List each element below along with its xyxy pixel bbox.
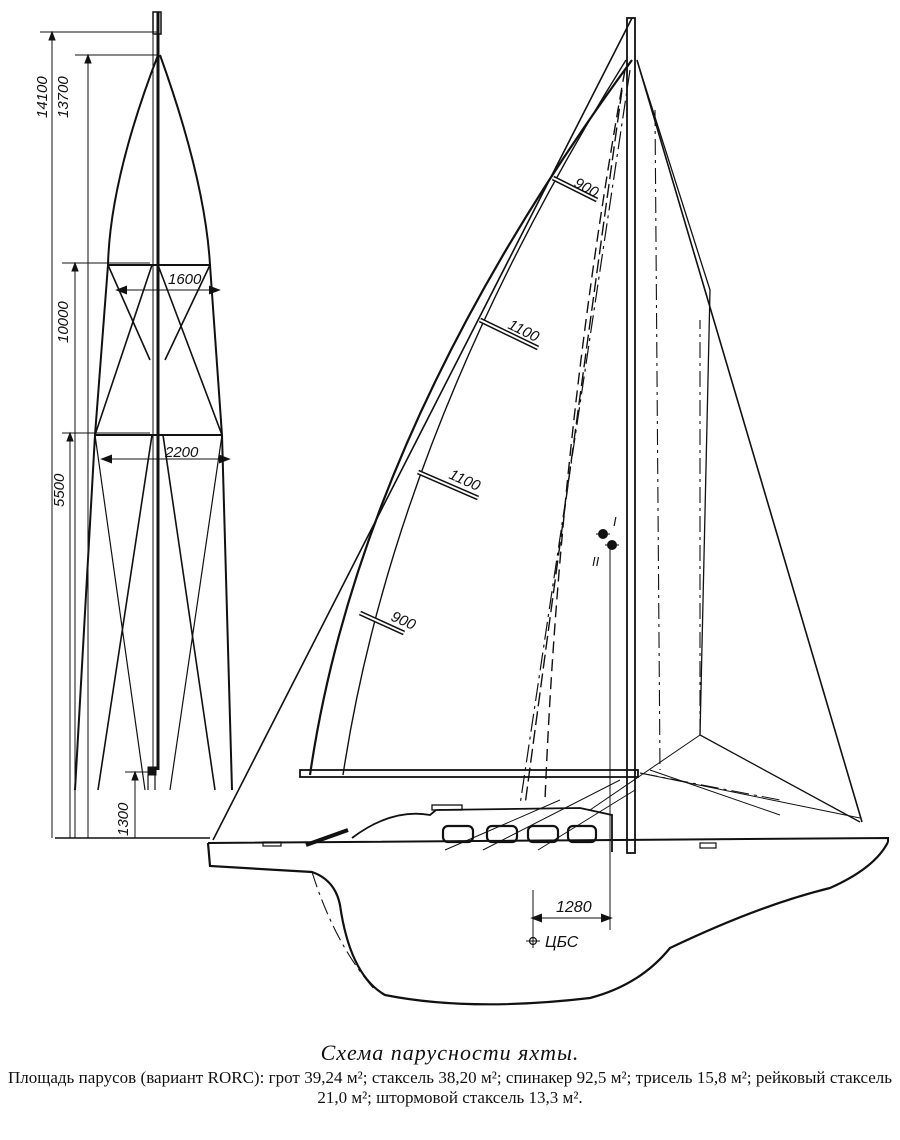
backstay — [636, 59, 863, 823]
lower-diag-4 — [169, 434, 223, 791]
batten-4-core — [359, 612, 405, 634]
mainsail-leech-inner — [342, 59, 627, 776]
deck-line-2 — [482, 779, 621, 851]
rig-front-view — [74, 11, 233, 791]
dim-1600-arrow-r — [209, 285, 221, 295]
spinnaker-dashdot — [654, 109, 661, 771]
spinnaker-outline — [639, 69, 861, 823]
lower-diag-1 — [97, 434, 153, 791]
trysail-dashed — [544, 69, 626, 801]
yacht-side-view — [206, 17, 889, 1006]
caption-title: Схема парусности яхты. — [320, 1040, 580, 1065]
batten-2-core — [479, 319, 539, 349]
dim-1600-arrow-l — [115, 285, 127, 295]
sheet-2 — [639, 772, 781, 801]
height-dimensions — [40, 30, 210, 839]
label-2200: 2200 — [164, 444, 199, 461]
cabin-hatch — [431, 804, 463, 811]
mast-cap — [152, 11, 162, 35]
dim-1280-arrow-r — [601, 913, 613, 923]
lower-diag-3 — [94, 434, 146, 791]
cabin-roof — [351, 807, 613, 852]
arrow-10000 — [71, 261, 79, 272]
label-1280: 1280 — [556, 899, 592, 916]
label-14100: 14100 — [34, 76, 51, 118]
sheet-3 — [589, 734, 701, 811]
mast-side — [626, 17, 636, 854]
sail-plan-drawing: 14100 13700 10000 5500 1300 1600 2200 — [34, 11, 889, 1006]
lateral-center-label: ЦБС — [545, 934, 579, 951]
arrow-1300 — [131, 770, 139, 781]
shroud-right-outer — [159, 54, 233, 791]
keel-line — [311, 871, 376, 991]
arrow-14100 — [48, 30, 56, 41]
mainsail — [308, 59, 633, 776]
batten-3-core — [417, 471, 479, 499]
stern-cleat — [699, 842, 717, 849]
shroud-left-outer — [74, 54, 159, 791]
cross-shroud-3 — [107, 264, 151, 361]
boom — [299, 769, 639, 778]
ce-label-2: II — [592, 554, 600, 569]
arrow-13700 — [84, 53, 92, 64]
ce-label-1: I — [613, 514, 617, 529]
arrow-5500 — [66, 431, 74, 442]
cross-shroud-1 — [94, 264, 153, 436]
caption-text: Площадь парусов (вариант RORC): грот 39,… — [8, 1068, 892, 1107]
hull — [206, 841, 889, 1006]
hull-deck — [207, 836, 889, 844]
mast-foot — [147, 766, 157, 776]
cross-shroud-2 — [157, 264, 223, 436]
window-4 — [566, 824, 598, 844]
dim-2200-arrow-l — [100, 454, 112, 464]
label-13700: 13700 — [55, 76, 72, 118]
label-1300: 1300 — [115, 802, 132, 836]
label-10000: 10000 — [55, 301, 72, 343]
batten-1-core — [552, 177, 598, 201]
dim-1280-arrow-l — [530, 913, 542, 923]
lower-diag-2 — [162, 434, 216, 791]
dim-2200-arrow-r — [219, 454, 231, 464]
cross-shroud-4 — [164, 264, 211, 361]
window-3 — [526, 824, 560, 844]
label-5500: 5500 — [51, 473, 68, 507]
label-1600: 1600 — [168, 271, 202, 288]
window-2 — [485, 824, 519, 844]
jib-luff — [212, 17, 633, 841]
sheet-4 — [649, 769, 781, 816]
